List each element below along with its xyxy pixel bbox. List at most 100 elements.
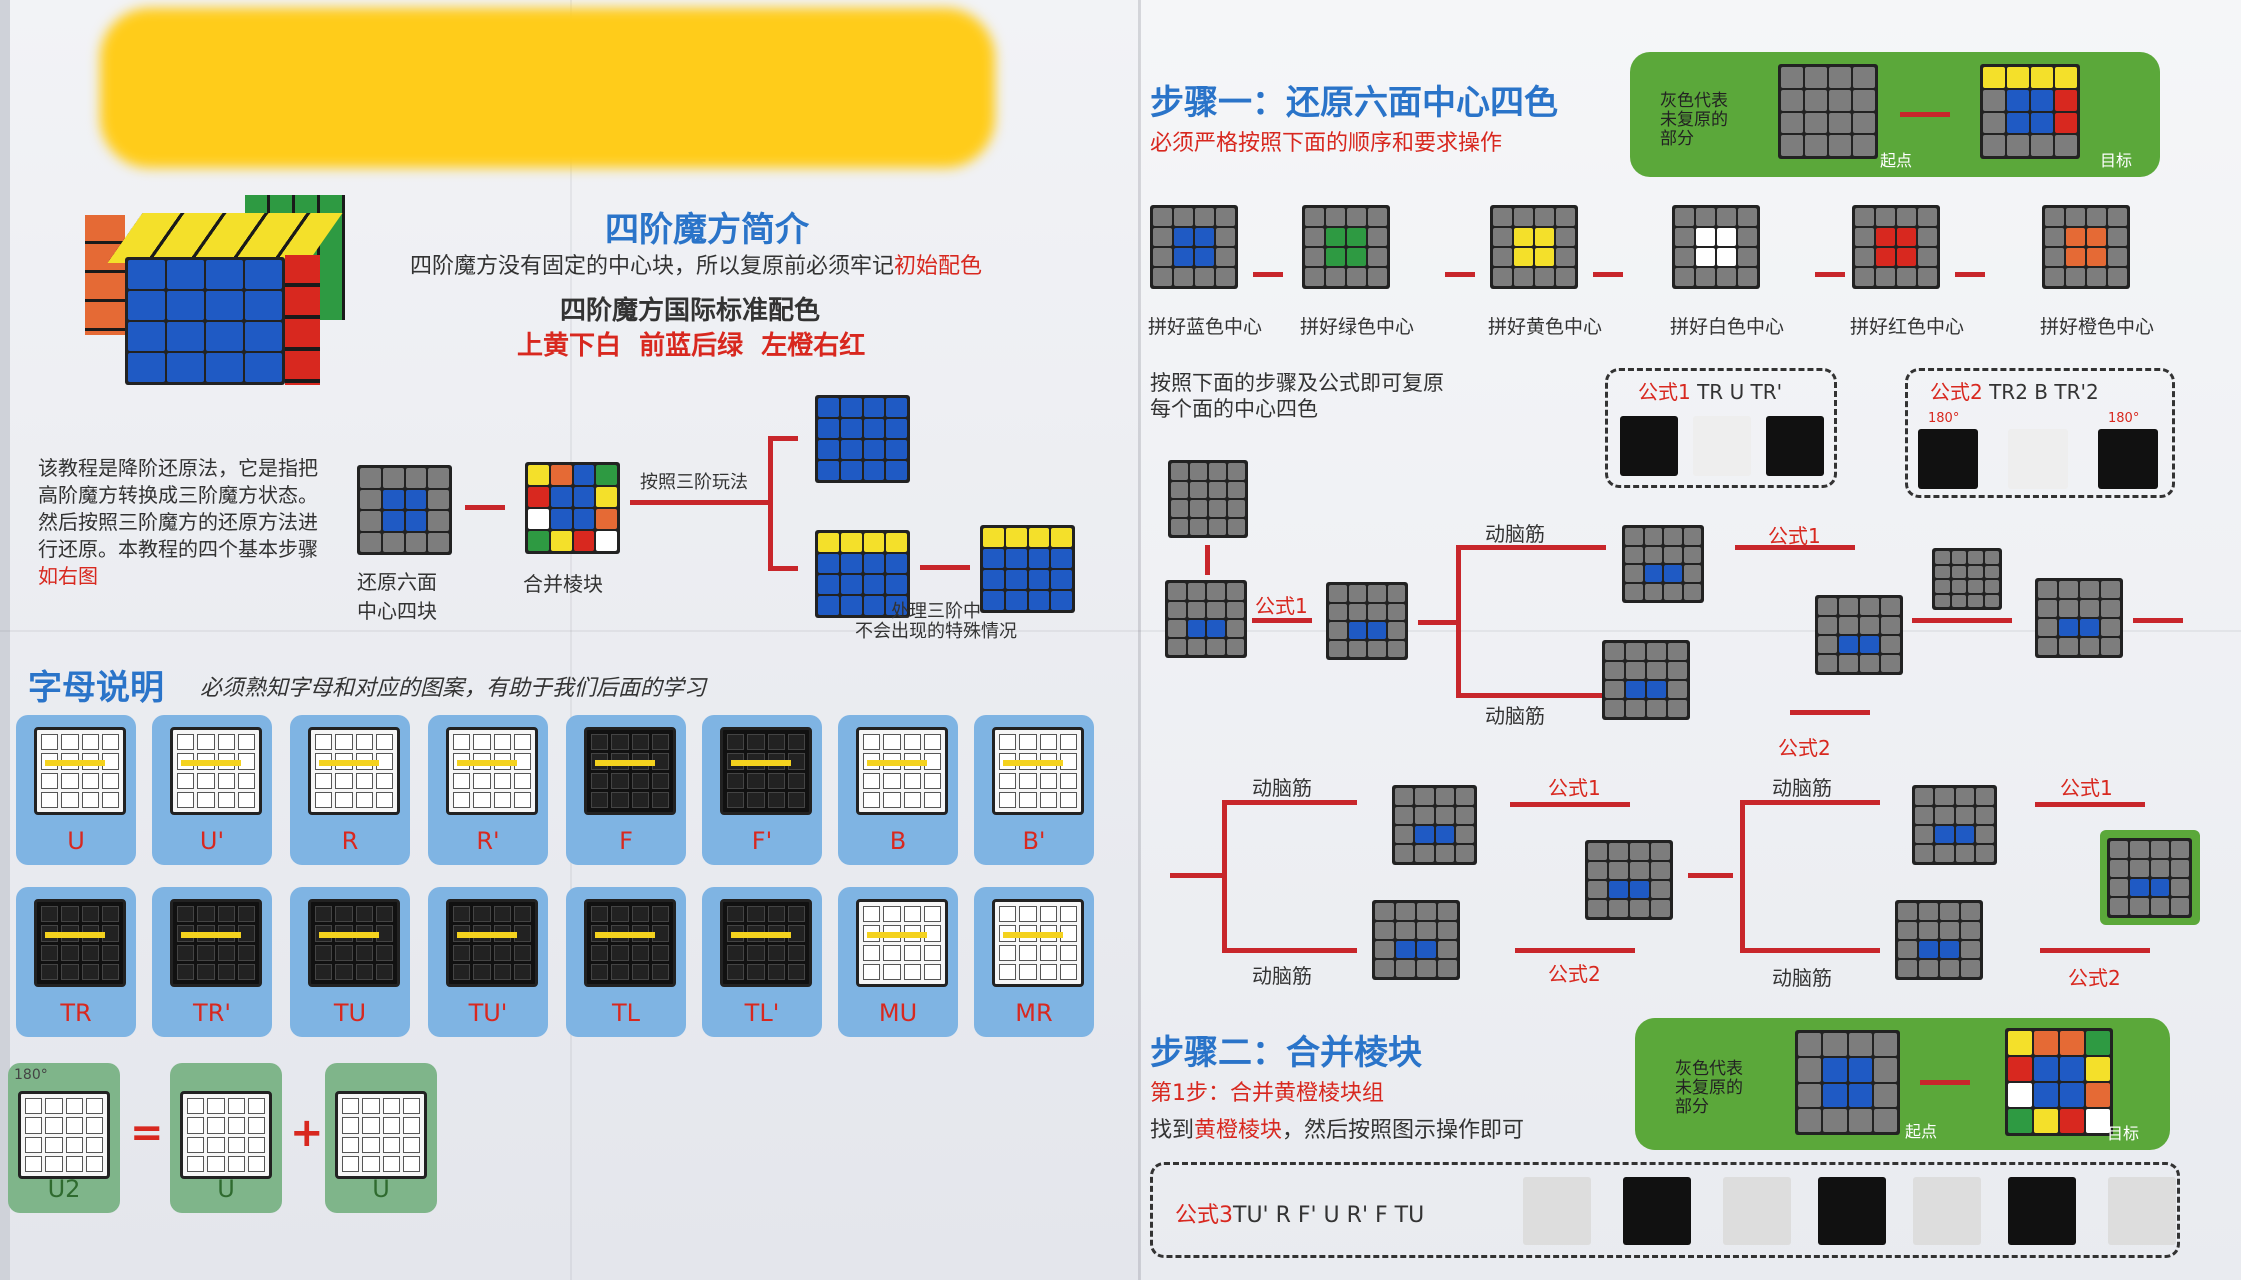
move-tile[interactable]: R: [290, 715, 410, 865]
move-tile[interactable]: MU: [838, 887, 958, 1037]
move-tile[interactable]: MR: [974, 887, 1094, 1037]
start-cube: [1795, 1030, 1900, 1135]
formula1-moves: TR U TR': [1697, 380, 1783, 404]
turn-arrow-icon: [45, 760, 105, 766]
formula-cube: [1693, 416, 1751, 476]
center-step-label: 拼好黄色中心: [1488, 316, 1603, 338]
formula-cube: [2008, 429, 2068, 489]
move-tile-u-b[interactable]: U: [325, 1063, 437, 1213]
move-tile[interactable]: F': [702, 715, 822, 865]
formula3-cube: [1523, 1177, 1591, 1245]
method-cube: [2035, 578, 2123, 658]
flow-arrow: [920, 565, 970, 570]
follow-text: 按照下面的步骤及公式即可复原 每个面的中心四色: [1150, 371, 1444, 421]
flow-arrow: [1510, 802, 1630, 807]
method-cube: [1622, 525, 1704, 603]
move-tile[interactable]: F: [566, 715, 686, 865]
deg-label: 180°: [1928, 411, 1960, 426]
move-tile[interactable]: TU: [290, 887, 410, 1037]
turn-arrow-icon: [595, 760, 655, 766]
move-label: U: [67, 827, 85, 855]
formula3-moves: TU' R F' U R' F TU: [1233, 1203, 1425, 1228]
formula2-header: 公式2 TR2 B TR'2: [1930, 376, 2099, 405]
flow-arrow: [2040, 948, 2150, 953]
start-label: 起点: [1905, 1122, 1938, 1141]
method-cube: [2107, 838, 2192, 918]
method-cube: [1602, 640, 1690, 720]
flow-arrow: [630, 500, 770, 505]
equals-sign: =: [130, 1110, 164, 1156]
step2-highlight: 黄橙棱块: [1194, 1118, 1283, 1143]
move-tile[interactable]: TL': [702, 887, 822, 1037]
flow-arrow: [1740, 800, 1880, 805]
flow-arrow: [1688, 873, 1733, 878]
flow-cube-final: [980, 525, 1075, 613]
center-cube: [1150, 205, 1238, 289]
method-link[interactable]: 如右图: [38, 564, 98, 588]
turn-arrow-icon: [457, 932, 517, 938]
flow-arrow: [1790, 710, 1870, 715]
formula-cube: [1918, 429, 1978, 489]
cube-icon: [992, 899, 1084, 987]
flow-arrow: [1740, 948, 1880, 953]
move-tile[interactable]: R': [428, 715, 548, 865]
cube-icon: [335, 1091, 427, 1179]
cube-icon: [180, 1091, 272, 1179]
standard-title: 四阶魔方国际标准配色: [560, 296, 821, 326]
move-label: U: [372, 1175, 390, 1203]
cube-icon: [856, 727, 948, 815]
flow-arrow: [1456, 693, 1606, 698]
center-arrow: [1253, 272, 1283, 277]
target-cube: [2005, 1028, 2113, 1136]
step1-start-target-box: 灰色代表 未复原的 部分 起点 目标: [1630, 52, 2160, 177]
move-tile-u2[interactable]: 180° U2: [8, 1063, 120, 1213]
target-label: 目标: [2100, 151, 2133, 170]
flow-cube-2: [525, 462, 620, 554]
move-label: F': [751, 827, 773, 855]
turn-arrow-icon: [1003, 932, 1063, 938]
flow-arrow: [1912, 618, 2012, 623]
flow-branch: [1456, 545, 1461, 695]
deg-label: 180°: [14, 1067, 48, 1083]
flow-arrow: [768, 566, 798, 571]
cube-icon: [34, 899, 126, 987]
center-step-label: 拼好蓝色中心: [1148, 316, 1263, 338]
move-tile[interactable]: U': [152, 715, 272, 865]
move-tile[interactable]: U: [16, 715, 136, 865]
move-label: B': [1022, 827, 1046, 855]
flow-arrow: [1735, 545, 1855, 550]
intro-text: 四阶魔方没有固定的中心块，所以复原前必须牢记初始配色: [410, 248, 982, 280]
method-cube: [1165, 580, 1247, 658]
center-step-label: 拼好橙色中心: [2040, 316, 2155, 338]
move-tile[interactable]: TR: [16, 887, 136, 1037]
move-tile[interactable]: TR': [152, 887, 272, 1037]
cube-icon: [446, 899, 538, 987]
center-step-label: 拼好红色中心: [1850, 316, 1965, 338]
think-label: 动脑筋: [1252, 964, 1312, 988]
formula3-cube: [1723, 1177, 1791, 1245]
formula3-cube: [2108, 1177, 2176, 1245]
formula-ref-label: 公式2: [1778, 736, 1831, 760]
flow-arrow: [1515, 948, 1635, 953]
step2-subtitle: 第1步：合并黄橙棱块组: [1150, 1081, 1384, 1106]
center-cube: [1672, 205, 1760, 289]
move-label: TR: [60, 999, 92, 1027]
formula3-cube: [2008, 1177, 2076, 1245]
cube-icon: [992, 727, 1084, 815]
move-tile[interactable]: TU': [428, 887, 548, 1037]
move-label: U': [199, 827, 225, 855]
formula1-box: 公式1 TR U TR': [1605, 368, 1837, 488]
fold-line: [1138, 0, 1141, 1280]
move-tile[interactable]: TL: [566, 887, 686, 1037]
target-label: 目标: [2107, 1124, 2140, 1143]
letters-subtitle: 必须熟知字母和对应的图案，有助于我们后面的学习: [200, 676, 707, 701]
formula3-header: 公式3TU' R F' U R' F TU: [1175, 1197, 1424, 1229]
move-tile[interactable]: B: [838, 715, 958, 865]
center-arrow: [1593, 272, 1623, 277]
formula-ref-label: 公式1: [1548, 776, 1601, 800]
move-tile[interactable]: B': [974, 715, 1094, 865]
cube-icon: [856, 899, 948, 987]
move-tile-u-a[interactable]: U: [170, 1063, 282, 1213]
gray-note: 灰色代表 未复原的 部分: [1660, 91, 1728, 149]
center-arrow: [1955, 272, 1985, 277]
